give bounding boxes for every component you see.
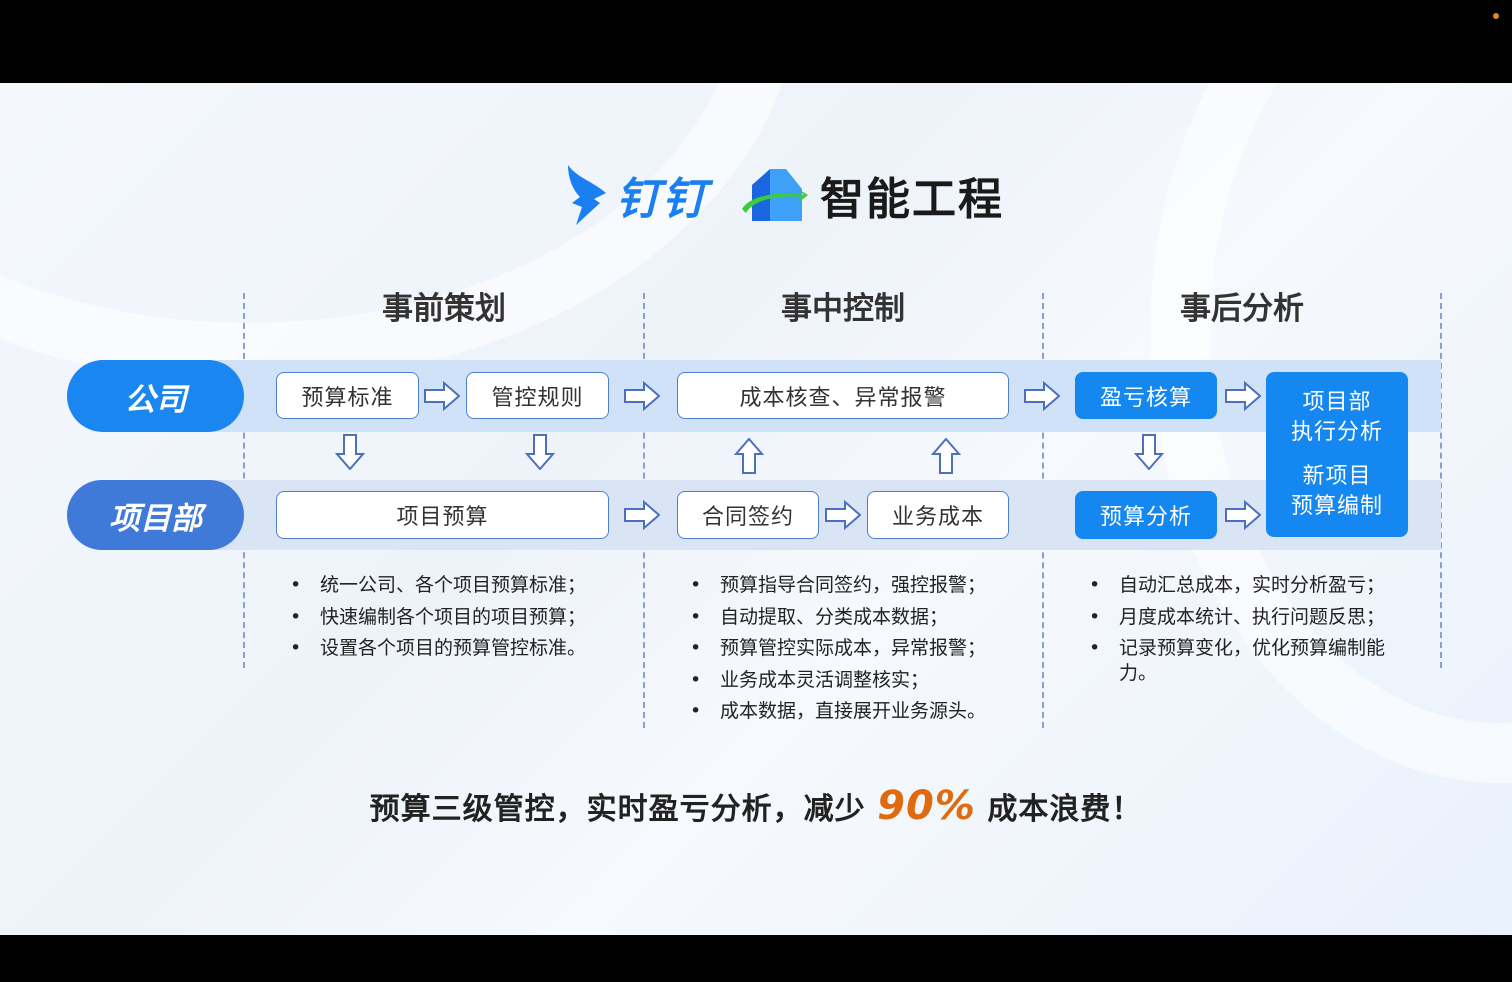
arrow-right-icon <box>624 500 660 530</box>
bullet-item: 成本数据，直接展开业务源头。 <box>690 696 986 728</box>
box-control-rules: 管控规则 <box>466 372 609 419</box>
bullet-item: 统一公司、各个项目预算标准； <box>290 570 586 602</box>
phase-header-pre: 事前策划 <box>382 291 506 327</box>
arrow-down-icon <box>1134 434 1164 470</box>
bullet-item: 自动提取、分类成本数据； <box>690 602 986 634</box>
bullet-item: 月度成本统计、执行问题反思； <box>1089 602 1409 634</box>
row-label-project: 项目部 <box>67 480 244 550</box>
box-profit-loss: 盈亏核算 <box>1075 372 1217 419</box>
phase-header-mid: 事中控制 <box>781 291 905 327</box>
bullet-item: 预算指导合同签约，强控报警； <box>690 570 986 602</box>
arrow-right-icon <box>1225 381 1261 411</box>
recording-indicator-icon <box>1493 13 1499 19</box>
dingtalk-wing-icon <box>568 165 606 225</box>
dingtalk-logo-text: 钉钉 <box>616 174 708 225</box>
bullet-list-post: 自动汇总成本，实时分析盈亏； 月度成本统计、执行问题反思； 记录预算变化，优化预… <box>1089 570 1409 686</box>
bullet-item: 设置各个项目的预算管控标准。 <box>290 633 586 665</box>
box-business-cost: 业务成本 <box>867 491 1009 539</box>
arrow-right-icon <box>624 381 660 411</box>
arrow-up-icon <box>931 438 961 474</box>
product-logo-text: 智能工程 <box>820 174 1004 225</box>
final-line: 执行分析 <box>1290 419 1383 445</box>
bullet-item: 快速编制各个项目的项目预算； <box>290 602 586 634</box>
box-cost-check-alert: 成本核查、异常报警 <box>677 372 1009 419</box>
box-project-budget: 项目预算 <box>276 491 609 539</box>
tagline-percent: 90% <box>877 783 976 829</box>
tagline-after: 成本浪费！ <box>975 792 1143 827</box>
box-budget-standard: 预算标准 <box>276 372 419 419</box>
box-contract-signing: 合同签约 <box>677 491 819 539</box>
bullet-list-pre: 统一公司、各个项目预算标准； 快速编制各个项目的项目预算； 设置各个项目的预算管… <box>290 570 586 665</box>
arrow-right-icon <box>1024 381 1060 411</box>
bullet-item: 预算管控实际成本，异常报警； <box>690 633 986 665</box>
slide: 钉钉 智能工程 事前策划 事中控制 事后分析 公司 项目部 预算标准 管控规则 … <box>0 83 1512 935</box>
box-budget-analysis: 预算分析 <box>1075 491 1217 539</box>
arrow-right-icon <box>424 381 460 411</box>
product-logo: 智能工程 <box>740 163 1004 227</box>
arrow-up-icon <box>734 438 764 474</box>
final-line: 新项目 <box>1302 463 1372 489</box>
building-arrow-icon <box>742 169 808 221</box>
bullet-list-mid: 预算指导合同签约，强控报警； 自动提取、分类成本数据； 预算管控实际成本，异常报… <box>690 570 986 728</box>
bullet-item: 业务成本灵活调整核实； <box>690 665 986 697</box>
dingtalk-logo: 钉钉 <box>566 163 708 227</box>
arrow-down-icon <box>525 434 555 470</box>
background-swoosh <box>0 83 800 383</box>
tagline: 预算三级管控，实时盈亏分析，减少 90% 成本浪费！ <box>0 783 1512 829</box>
tagline-before: 预算三级管控，实时盈亏分析，减少 <box>369 792 878 827</box>
arrow-right-icon <box>1225 500 1261 530</box>
arrow-down-icon <box>335 434 365 470</box>
final-line: 项目部 <box>1302 389 1372 415</box>
final-line: 预算编制 <box>1290 493 1383 519</box>
arrow-right-icon <box>825 500 861 530</box>
row-label-company: 公司 <box>67 360 244 432</box>
bullet-item: 记录预算变化，优化预算编制能力。 <box>1089 633 1409 686</box>
box-final-analysis: 项目部 执行分析 新项目 预算编制 <box>1266 372 1408 537</box>
phase-header-post: 事后分析 <box>1180 291 1304 327</box>
bullet-item: 自动汇总成本，实时分析盈亏； <box>1089 570 1409 602</box>
column-divider <box>1440 293 1442 668</box>
